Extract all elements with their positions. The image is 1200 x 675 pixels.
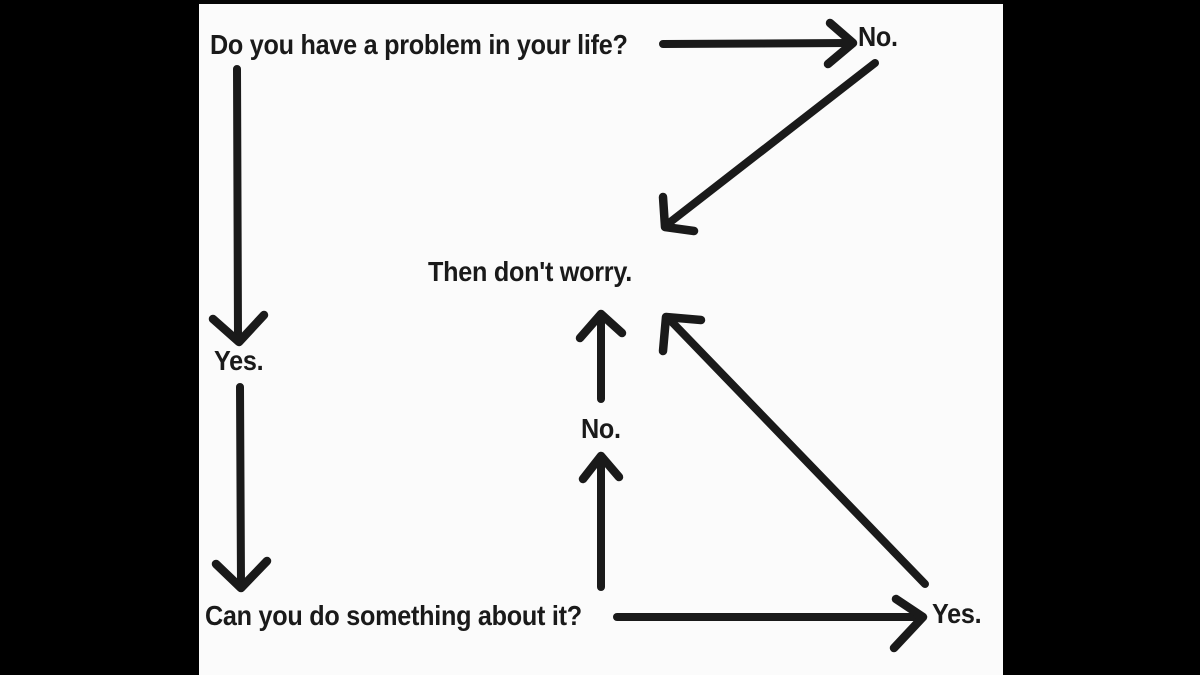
node-no-middle: No. — [581, 413, 621, 444]
node-question-problem: Do you have a problem in your life? — [210, 29, 628, 60]
paper-background — [199, 0, 1003, 675]
node-yes-bottom: Yes. — [932, 598, 982, 629]
node-yes-left: Yes. — [214, 345, 264, 376]
node-question-something: Can you do something about it? — [205, 600, 582, 631]
top-border-line — [199, 0, 1003, 4]
node-no-top: No. — [858, 21, 898, 52]
node-dont-worry: Then don't worry. — [428, 256, 632, 287]
